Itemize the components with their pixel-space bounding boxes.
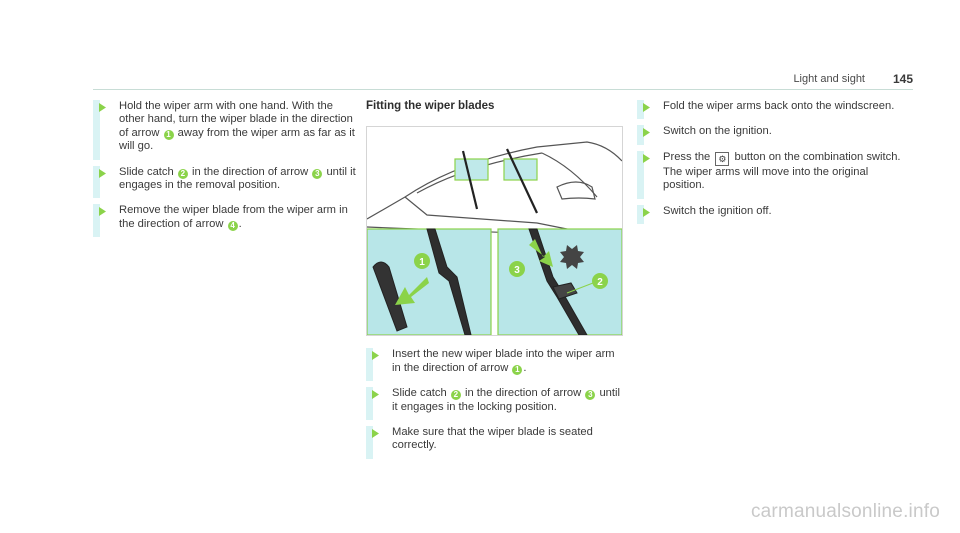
step-text: Press the ⚙ button on the combination sw… bbox=[663, 150, 901, 192]
page-number: 145 bbox=[892, 72, 913, 86]
step-text: Remove the wiper blade from the wiper ar… bbox=[119, 204, 348, 231]
step-arrow-icon bbox=[643, 153, 650, 163]
step-bar bbox=[93, 204, 100, 238]
step-text: Switch the ignition off. bbox=[663, 204, 772, 217]
step-item: Switch on the ignition. bbox=[637, 125, 902, 145]
step-text: Slide catch 2 in the direction of arrow … bbox=[119, 165, 356, 192]
column-removal-steps: Hold the wiper arm with one hand. With t… bbox=[93, 100, 358, 243]
wiper-key-icon: ⚙ bbox=[715, 151, 730, 166]
figure-label: 3 bbox=[514, 265, 520, 276]
step-bar bbox=[366, 426, 373, 459]
step-bar bbox=[93, 100, 100, 160]
step-arrow-icon bbox=[99, 207, 106, 217]
step-arrow-icon bbox=[643, 207, 650, 217]
step-item: Make sure that the wiper blade is seated… bbox=[366, 426, 622, 459]
step-bar bbox=[366, 387, 373, 421]
step-arrow-icon bbox=[643, 103, 650, 112]
step-item: Fold the wiper arms back onto the windsc… bbox=[637, 100, 902, 120]
callout-badge: 4 bbox=[227, 220, 238, 231]
page-header: Light and sight 145 bbox=[0, 0, 960, 90]
wiper-illustration: 1 3 2 bbox=[366, 141, 623, 337]
step-text: Slide catch 2 in the direction of arrow … bbox=[392, 387, 620, 413]
step-bar bbox=[637, 100, 644, 120]
callout-badge: 1 bbox=[512, 364, 523, 375]
figure-label: 2 bbox=[597, 277, 603, 288]
column-final-steps: Fold the wiper arms back onto the windsc… bbox=[637, 100, 902, 230]
step-text: Insert the new wiper blade into the wipe… bbox=[392, 348, 615, 375]
step-item: Remove the wiper blade from the wiper ar… bbox=[93, 204, 358, 238]
callout-badge: 3 bbox=[585, 390, 596, 401]
step-text: Fold the wiper arms back onto the windsc… bbox=[663, 100, 895, 112]
step-text: Switch on the ignition. bbox=[663, 125, 772, 138]
step-text: Hold the wiper arm with one hand. With t… bbox=[119, 100, 355, 153]
step-item: Switch the ignition off. bbox=[637, 204, 902, 225]
callout-badge: 2 bbox=[450, 390, 461, 401]
step-arrow-icon bbox=[99, 168, 106, 178]
section-title: Light and sight bbox=[793, 73, 865, 85]
wiper-blade-figure: 1 3 2 bbox=[366, 126, 623, 337]
callout-badge: 1 bbox=[163, 129, 174, 140]
step-bar bbox=[637, 125, 644, 145]
step-arrow-icon bbox=[643, 128, 650, 138]
step-arrow-icon bbox=[372, 390, 379, 400]
watermark[interactable]: carmanualsonline.info bbox=[750, 501, 940, 522]
header-rule bbox=[93, 89, 913, 90]
step-item: Slide catch 2 in the direction of arrow … bbox=[366, 387, 622, 421]
callout-badge: 2 bbox=[177, 168, 188, 179]
column-fitting: Fitting the wiper blades bbox=[366, 100, 623, 465]
figure-label: 1 bbox=[419, 257, 425, 268]
step-item: Hold the wiper arm with one hand. With t… bbox=[93, 100, 358, 160]
step-item: Press the ⚙ button on the combination sw… bbox=[637, 150, 902, 199]
step-bar bbox=[93, 165, 100, 199]
callout-badge: 3 bbox=[312, 168, 323, 179]
step-item: Slide catch 2 in the direction of arrow … bbox=[93, 165, 358, 199]
step-arrow-icon bbox=[372, 429, 379, 439]
step-bar bbox=[637, 204, 644, 225]
figure-title: Fitting the wiper blades bbox=[366, 100, 495, 112]
step-bar bbox=[637, 150, 644, 199]
step-arrow-icon bbox=[372, 351, 379, 361]
step-text: Make sure that the wiper blade is seated… bbox=[392, 426, 593, 452]
step-item: Insert the new wiper blade into the wipe… bbox=[366, 348, 622, 382]
step-arrow-icon bbox=[99, 103, 106, 112]
step-bar bbox=[366, 348, 373, 382]
